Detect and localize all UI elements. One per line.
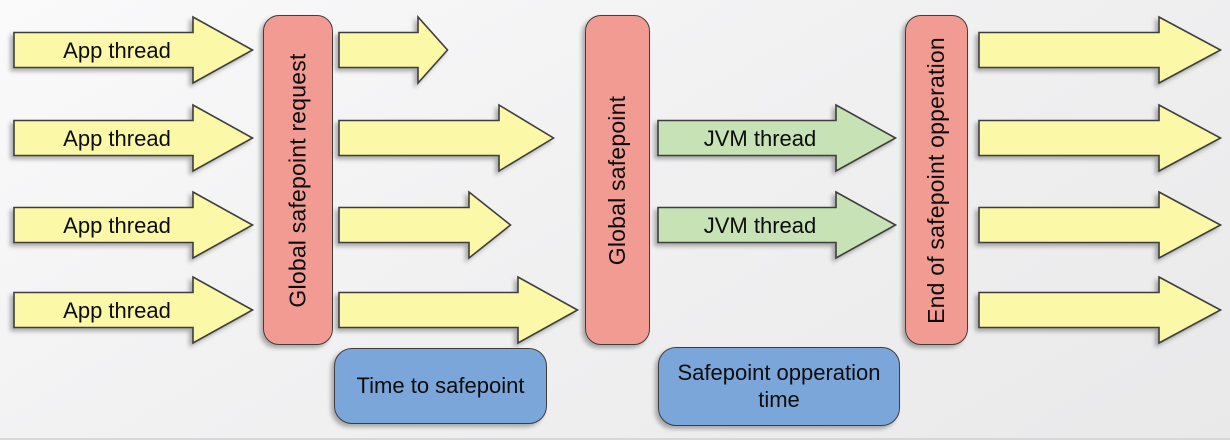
time-to-safepoint-arrow-1 [338,14,449,86]
time-to-safepoint-arrow-3 [338,190,512,260]
global-safepoint-bar: Global safepoint [585,15,650,345]
arrow-shape [657,103,898,173]
arrow-shape [338,190,512,260]
app-thread-arrow-4: App thread [13,275,255,345]
global-safepoint-label: Global safepoint [604,95,630,265]
arrow-shape [13,190,255,260]
resumed-thread-arrow-4 [978,275,1223,345]
time-to-safepoint-arrow-2 [338,103,556,173]
jvm-thread-arrow-2: JVM thread [657,190,898,260]
global-safepoint-request-label: Global safepoint request [284,52,311,308]
arrow-shape [338,275,580,345]
global-safepoint-request-bar: Global safepoint request [263,15,333,345]
jvm-thread-label: JVM thread [704,126,817,151]
app-thread-label: App thread [63,298,171,323]
arrow-shape [338,14,449,86]
resumed-thread-arrow-1 [978,15,1223,85]
safepoint-operation-time-box: Safepoint opperation time [658,347,900,426]
end-of-safepoint-bar: End of safepoint opperation [905,15,968,345]
arrow-shape [13,275,255,345]
arrow-shape [13,15,255,85]
resumed-thread-arrow-2 [978,103,1223,173]
arrow-shape [338,103,556,173]
app-thread-arrow-1: App thread [13,15,255,85]
app-thread-arrow-3: App thread [13,190,255,260]
app-thread-arrow-2: App thread [13,103,255,173]
safepoint-operation-time-label: Safepoint opperation time [677,359,881,412]
arrow-shape [978,190,1223,260]
time-to-safepoint-label: Time to safepoint [356,372,525,398]
app-thread-label: App thread [63,38,171,63]
arrow-shape [978,103,1223,173]
resumed-thread-arrow-3 [978,190,1223,260]
app-thread-label: App thread [63,213,171,238]
arrow-shape [978,15,1223,85]
jvm-thread-arrow-1: JVM thread [657,103,898,173]
arrow-shape [978,275,1223,345]
time-to-safepoint-box: Time to safepoint [334,348,547,424]
arrow-shape [657,190,898,260]
jvm-thread-label: JVM thread [704,213,817,238]
end-of-safepoint-label: End of safepoint opperation [923,36,950,324]
app-thread-label: App thread [63,126,171,151]
arrow-shape [13,103,255,173]
time-to-safepoint-arrow-4 [338,275,580,345]
